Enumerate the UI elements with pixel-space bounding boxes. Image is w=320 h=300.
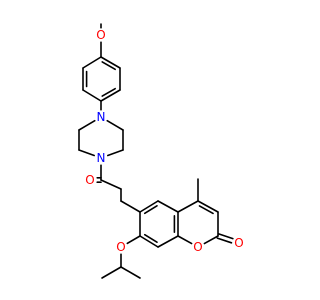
atom-label-background — [83, 173, 97, 187]
double-bond-line-main — [100, 89, 121, 102]
single-bond-line — [203, 235, 219, 245]
double-bond-line-inner — [101, 87, 116, 97]
atom-a_o_ether: O — [114, 240, 128, 254]
single-bond-line — [177, 235, 193, 245]
atom-label-o: O — [116, 240, 125, 254]
bond-a_p2-a_n2 — [106, 149, 124, 157]
bond-a_c_carbonyl-a_o_carbonyl — [96, 177, 102, 183]
atom-label-o: O — [96, 28, 105, 42]
single-bond-line — [120, 200, 141, 213]
atom-label-o: O — [234, 236, 243, 250]
atom-a_n1: N — [94, 110, 108, 124]
atom-label-background — [94, 110, 108, 124]
single-bond-line — [106, 119, 124, 131]
single-bond-line — [78, 119, 96, 131]
bond-a_p4-a_n1 — [78, 119, 96, 131]
bond-a_n1-a_p1 — [106, 119, 124, 131]
atom-label-n: N — [97, 151, 106, 165]
double-bond-line-main — [139, 200, 159, 213]
bond-a_n2-a_p3 — [78, 149, 96, 157]
bond-a_c8a-a_c8 — [157, 235, 179, 248]
double-bond-line-inner — [143, 205, 158, 215]
double-bond-line-inner — [143, 233, 158, 243]
single-bond-line — [157, 200, 179, 213]
bond-a_c6-a_c5 — [139, 200, 159, 215]
single-bond-line — [100, 179, 122, 190]
bond-a_c8-a_c7 — [139, 233, 159, 248]
atom-a_o_carbonyl: O — [83, 173, 97, 187]
bond-a_b4-a_b5 — [82, 89, 102, 102]
bond-a_b6-a_b1 — [82, 56, 102, 69]
atom-label-background — [191, 240, 205, 254]
single-bond-line — [126, 235, 141, 245]
bond-a_b5-a_b6 — [82, 67, 88, 91]
atom-label-n: N — [97, 110, 106, 124]
atom-label-background — [232, 236, 246, 250]
bond-a_ch2b-a_c6 — [120, 200, 141, 213]
bond-a_b3-a_b4 — [100, 87, 121, 102]
bond-a_c4-a_c3 — [197, 200, 219, 215]
atom-label-background — [94, 28, 108, 42]
bond-a_c2-a_o_lactone — [216, 233, 234, 244]
atom-label-background — [114, 240, 128, 254]
atom-label-background — [94, 151, 108, 165]
bond-a_o1-a_c8a — [177, 235, 193, 245]
bond-a_b1-a_b2 — [100, 56, 121, 71]
bond-a_ch_iso-a_me_iso1 — [101, 266, 122, 279]
bond-a_c_carbonyl-a_ch2a — [100, 179, 122, 190]
single-bond-line — [106, 149, 124, 157]
bond-a_ch_iso-a_me_iso2 — [120, 266, 141, 279]
atom-a_o_methoxy: O — [94, 28, 108, 42]
single-bond-line — [101, 266, 122, 279]
bond-a_c4a-a_c4 — [177, 200, 199, 213]
single-bond-line — [120, 266, 141, 279]
single-bond-line — [78, 149, 96, 157]
double-bond-line-main — [197, 200, 219, 213]
double-bond-line-inner — [198, 205, 214, 215]
bond-a_c8a-a_c4a — [173, 211, 179, 237]
single-bond-line — [157, 235, 179, 248]
atom-a_o1: O — [191, 240, 205, 254]
atom-label-o: O — [193, 240, 202, 254]
atom-a_n2: N — [94, 151, 108, 165]
atom-a_o_lactone: O — [232, 236, 246, 250]
bond-a_c7-a_o_ether — [126, 235, 141, 245]
double-bond-line-inner — [101, 61, 116, 71]
atom-label-o: O — [85, 173, 94, 187]
single-bond-line — [82, 89, 102, 102]
canvas-background — [0, 0, 300, 300]
double-bond-line-main — [139, 235, 159, 248]
bond-a_c5-a_c4a — [157, 200, 179, 213]
double-bond-line-b — [217, 233, 234, 240]
single-bond-line — [82, 56, 102, 69]
bond-layer — [78, 23, 234, 279]
double-bond-line-main — [100, 56, 121, 69]
bond-a_c2-a_o1 — [203, 235, 219, 245]
single-bond-line — [177, 200, 199, 213]
double-bond-line-a — [216, 237, 233, 244]
